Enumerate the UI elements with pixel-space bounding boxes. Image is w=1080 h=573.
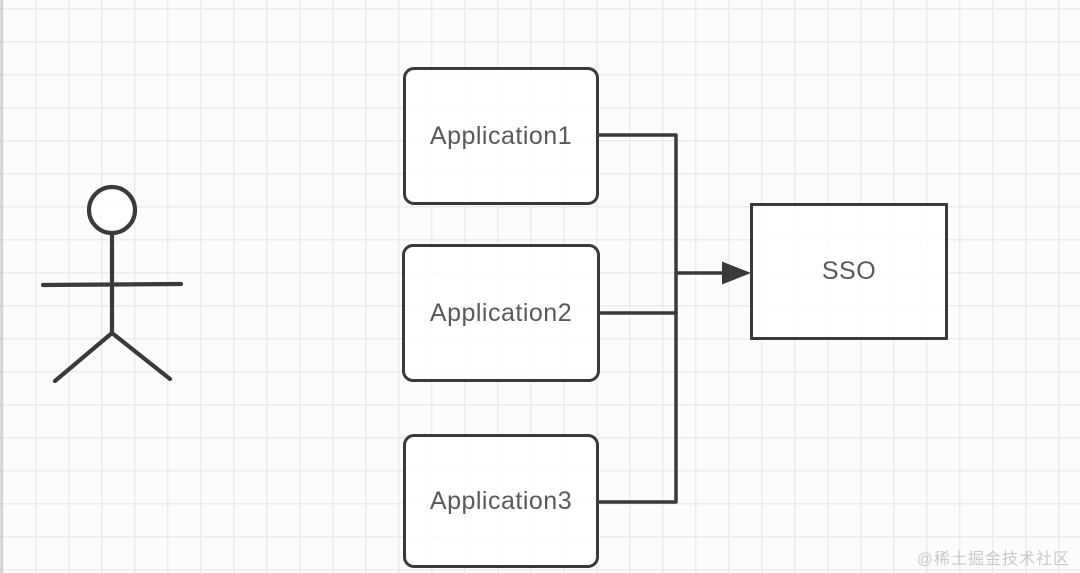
user-stick-figure [40,184,184,384]
stick-figure-right-leg [109,330,173,382]
node-application1: Application1 [403,67,599,205]
connector-app1-trunk-app3 [597,133,678,504]
node-application3-label: Application3 [429,486,573,515]
node-sso-label: SSO [821,257,877,285]
watermark-text: @稀土掘金技术社区 [916,551,1070,568]
node-application2: Application2 [402,244,600,382]
arrowhead-to-sso [722,261,751,285]
node-application1-label: Application1 [429,121,573,150]
node-application3: Application3 [403,434,599,568]
stick-figure-head [86,184,138,236]
stick-figure-left-leg [52,330,115,384]
node-sso: SSO [750,203,948,340]
node-application2-label: Application2 [429,298,573,327]
stick-figure-arms [40,281,184,288]
